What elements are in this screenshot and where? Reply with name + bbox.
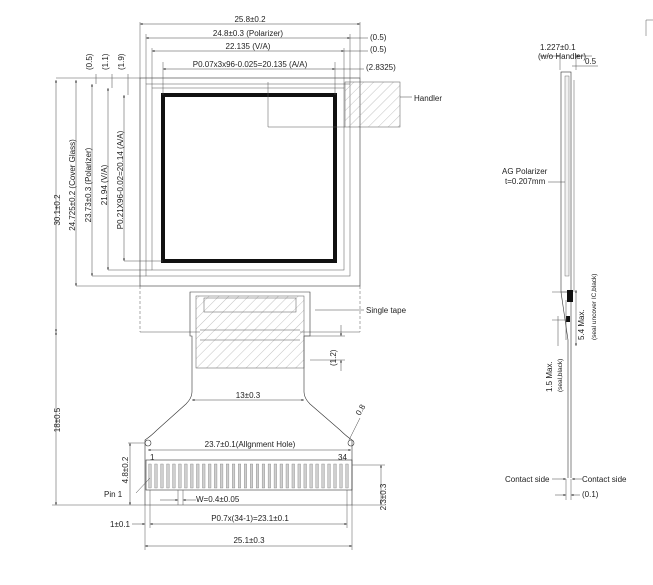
dim-radius: 0.8 — [354, 402, 368, 417]
contact-pin — [255, 463, 259, 489]
front-view: Handler Single tape 25.8±0.2 24.8±0.3 (P… — [52, 15, 442, 550]
contact-side-left: Contact side — [505, 475, 550, 484]
dim-fpc-width: 13±0.3 — [236, 391, 261, 400]
contact-side-right: Contact side — [582, 475, 627, 484]
contact-pin — [321, 463, 325, 489]
contact-pin — [327, 463, 331, 489]
dim-right-05b: (0.5) — [370, 45, 387, 54]
handler-tab — [344, 81, 401, 128]
contact-pin — [261, 463, 265, 489]
contact-pin — [285, 463, 289, 489]
contact-pin — [214, 463, 218, 489]
contact-pin — [208, 463, 212, 489]
pin-area — [145, 459, 353, 491]
contact-pin — [190, 463, 194, 489]
dim-pitch: P0.7x(34-1)=23.1±0.1 — [211, 514, 289, 523]
contact-pin — [339, 463, 343, 489]
contact-pin — [345, 463, 349, 489]
active-area — [161, 93, 337, 263]
dim-total-height: 30.1±0.2 — [53, 194, 62, 226]
dim-v-12: (1.2) — [329, 349, 338, 366]
dim-cover-height: 24.725±0.2 (Cover Glass) — [68, 139, 77, 231]
dim-aa-width: P0.07x3x96-0.025=20.135 (A/A) — [193, 60, 308, 69]
contact-pin — [297, 463, 301, 489]
side-thickness: 1.227±0.1 — [540, 43, 576, 52]
contact-pin — [154, 463, 158, 489]
contact-pin — [273, 463, 277, 489]
side-ic-seal — [567, 290, 573, 302]
dim-h-23: 2.3±0.3 — [379, 483, 388, 510]
contact-pin — [250, 463, 253, 489]
contact-pin — [309, 463, 313, 489]
contact-pin — [196, 463, 200, 489]
side-54-note: (seal uncover IC,black) — [591, 274, 598, 340]
contact-pin — [315, 463, 319, 489]
ag-thickness-label: t=0.207mm — [505, 177, 546, 186]
contact-pin — [148, 463, 152, 489]
contact-pin — [166, 463, 170, 489]
pin-first-number: 1 — [150, 453, 155, 462]
side-15-max: 1.5 Max. — [545, 361, 554, 392]
dim-polarizer-height: 23.73±0.3 (Polarizer) — [84, 147, 93, 222]
side-15-note: (seal,black) — [557, 359, 564, 392]
contact-pin — [226, 463, 230, 489]
alignment-hole-right — [347, 439, 355, 447]
contact-pin — [333, 463, 337, 489]
contact-pins — [148, 463, 349, 489]
dim-outer-width: 25.8±0.2 — [234, 15, 266, 24]
viewing-area — [151, 87, 345, 271]
dim-right-28325: (2.8325) — [366, 63, 396, 72]
contact-pin — [244, 463, 247, 489]
contact-pin — [220, 463, 224, 489]
dim-va-height: 21.94 (V/A) — [100, 164, 109, 205]
pin1-label: Pin 1 — [104, 490, 123, 499]
side-01: (0.1) — [582, 490, 599, 499]
pin-last-number: 34 — [338, 453, 347, 462]
dim-v-05: (0.5) — [85, 53, 94, 70]
dim-aa-height: P0.21X96-0.02=20.14 (A/A) — [116, 130, 125, 229]
contact-pin — [178, 463, 182, 489]
side-view: 1.227±0.1 (w/o Handler) 0.5 AG Polarizer… — [502, 19, 653, 500]
dim-v-11: (1.1) — [101, 53, 110, 70]
contact-pin — [279, 463, 283, 489]
contact-pin — [267, 463, 271, 489]
alignment-hole-left — [144, 439, 152, 447]
side-wo-handler: (w/o Handler) — [538, 52, 586, 61]
side-05: 0.5 — [585, 57, 597, 66]
ag-polarizer-label: AG Polarizer — [502, 167, 548, 176]
handler-label: Handler — [414, 94, 442, 103]
dim-fpc-length: 18±0.5 — [53, 407, 62, 432]
dim-right-05a: (0.5) — [370, 33, 387, 42]
single-tape-label: Single tape — [366, 306, 407, 315]
contact-pin — [303, 463, 307, 489]
dim-v-19: (1.9) — [117, 53, 126, 70]
dim-total-width-fpc: 25.1±0.3 — [233, 536, 265, 545]
contact-pin — [184, 463, 188, 489]
side-seal — [566, 316, 570, 322]
contact-pin — [291, 463, 295, 489]
dim-pin-width: W=0.4±0.05 — [196, 495, 240, 504]
cover-glass-outline — [139, 77, 361, 287]
side-54-max: 5.4 Max. — [577, 309, 586, 340]
dim-polarizer-width: 24.8±0.3 (Polarizer) — [213, 29, 284, 38]
dim-h-48: 4.8±0.2 — [121, 456, 130, 483]
contact-pin — [160, 463, 164, 489]
polarizer-outline — [145, 83, 351, 277]
dim-left-1: 1±0.1 — [110, 520, 131, 529]
single-tape — [195, 295, 305, 369]
dim-va-width: 22.135 (V/A) — [226, 42, 271, 51]
contact-pin — [232, 463, 236, 489]
dim-alignment-hole: 23.7±0.1(Allgnment Hole) — [205, 440, 296, 449]
contact-pin — [202, 463, 206, 489]
contact-pin — [172, 463, 176, 489]
contact-pin — [238, 463, 241, 489]
